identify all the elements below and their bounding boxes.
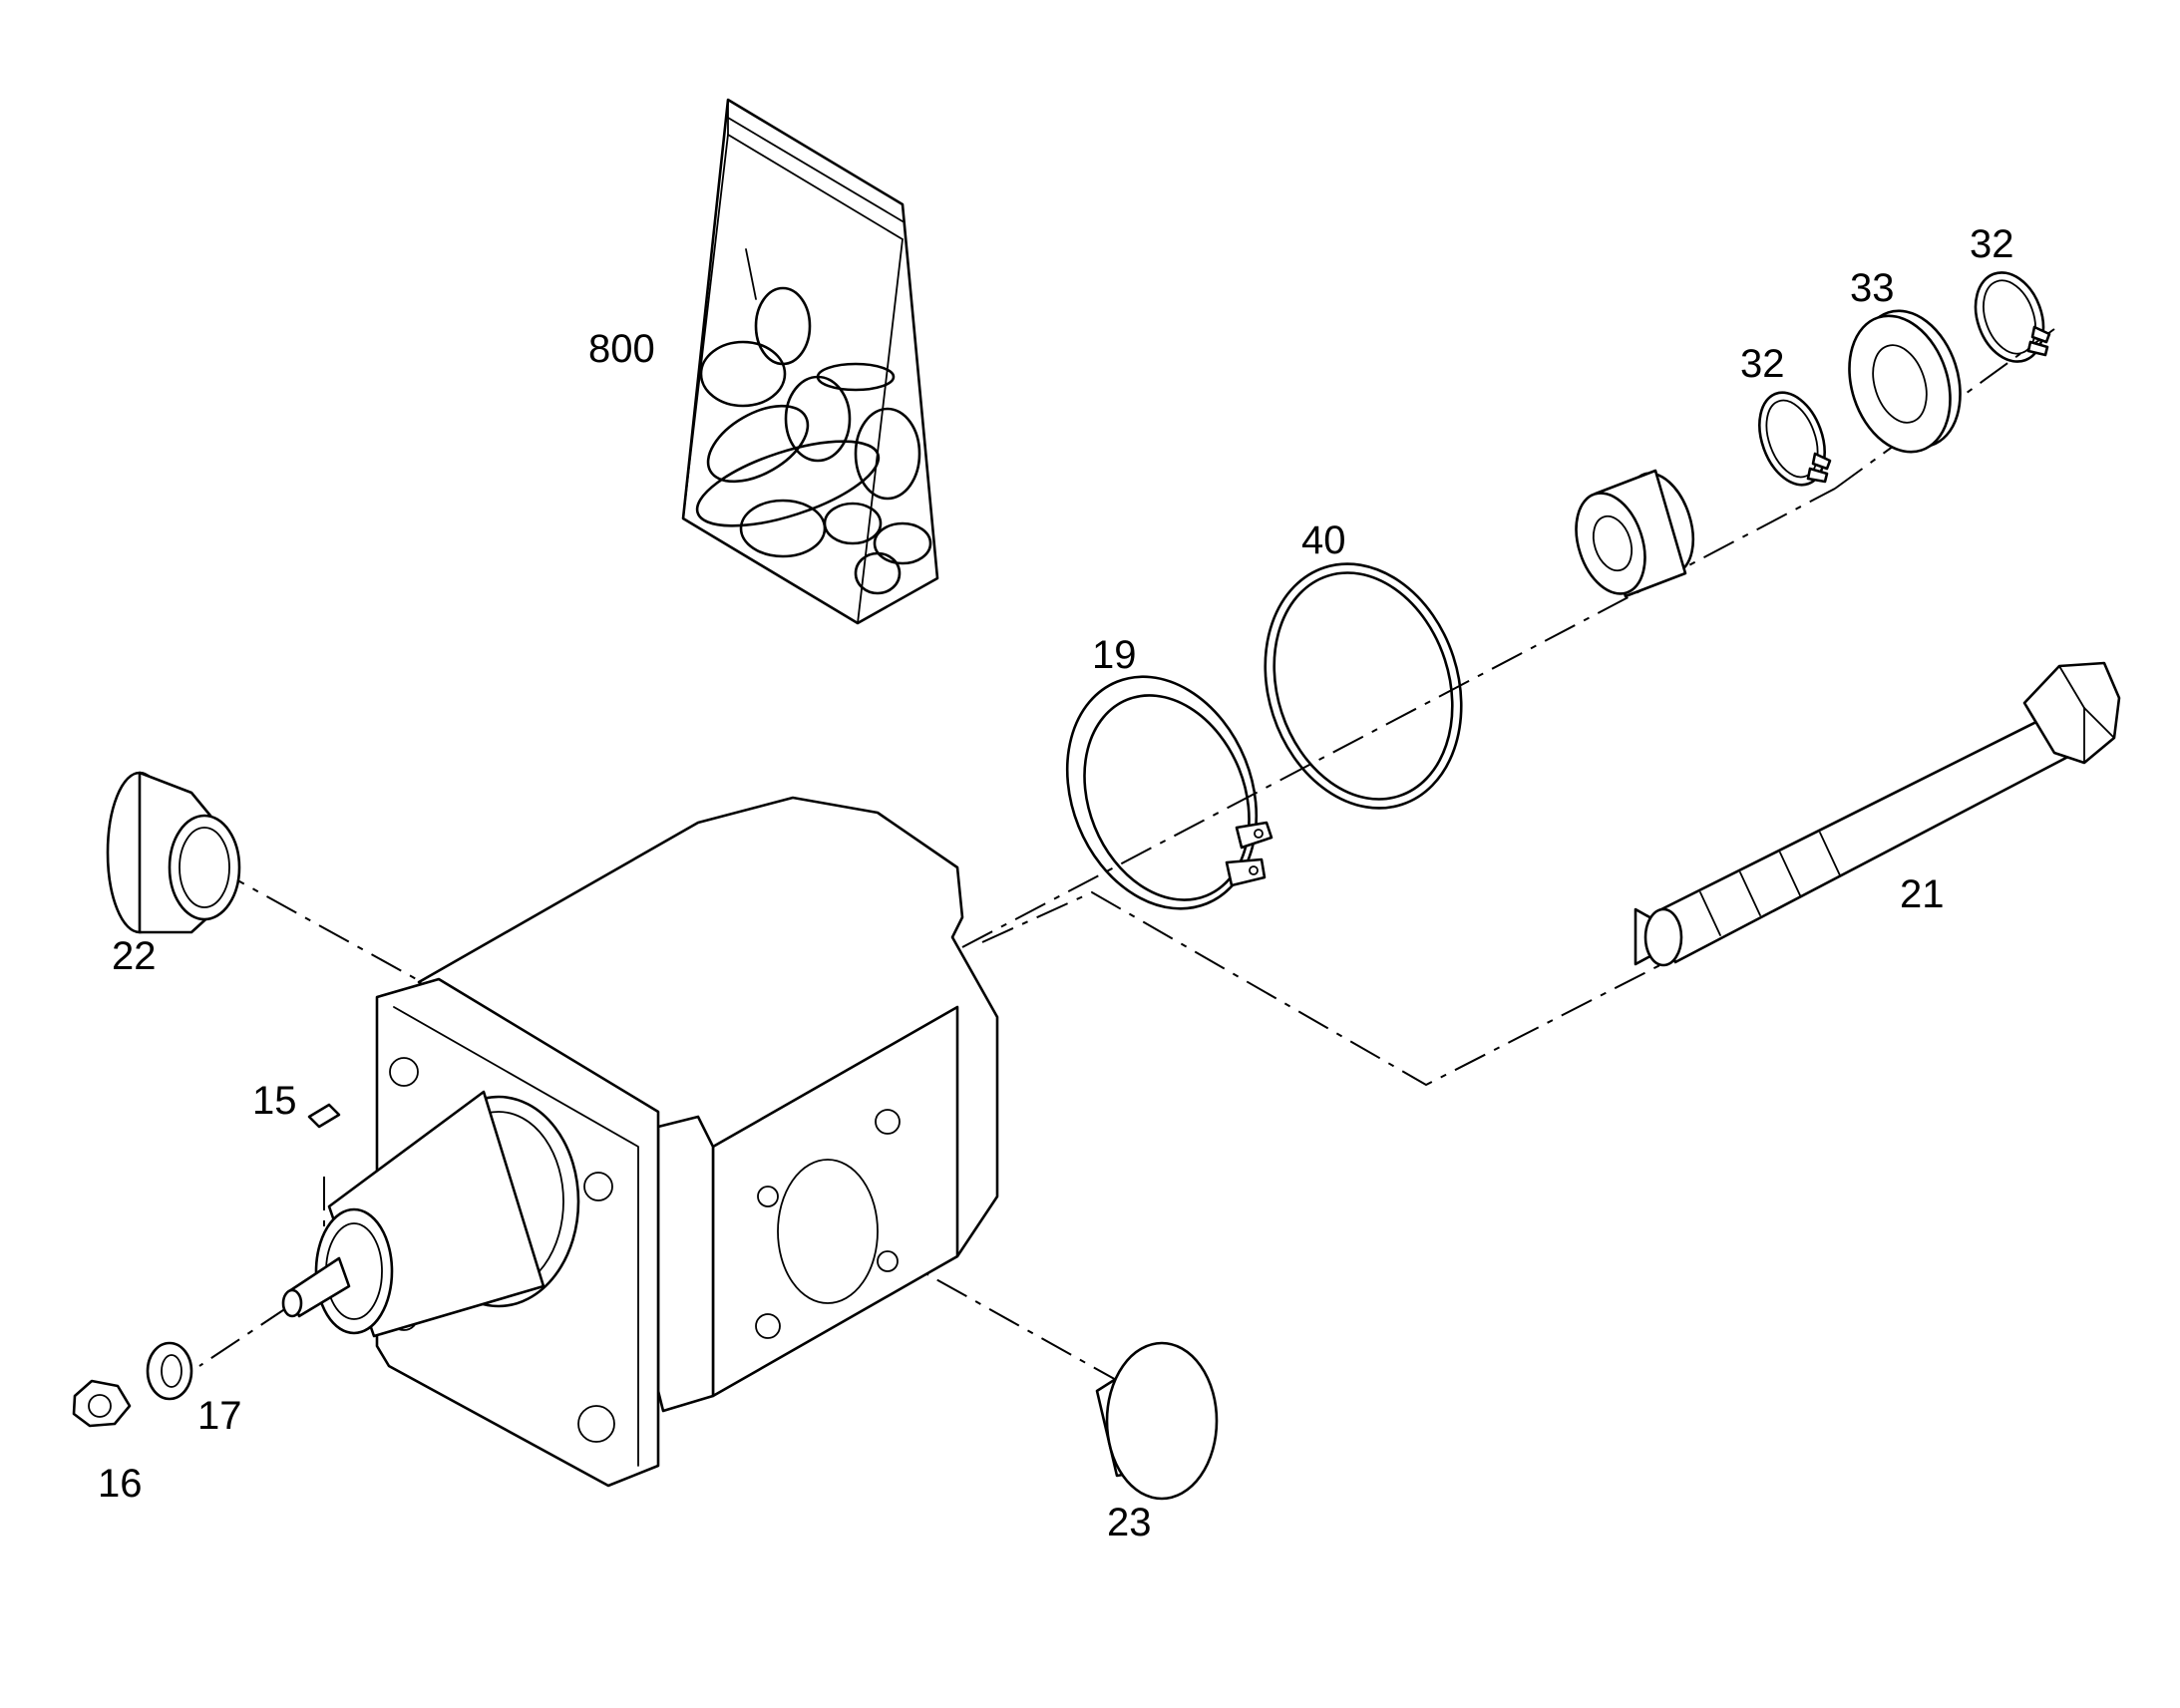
callout-labels: 800 19 40 32 33 32 21 22 15 17 16 23 — [98, 222, 2014, 1544]
spring-washer-17 — [146, 1341, 193, 1401]
callout-23: 23 — [1107, 1501, 1152, 1544]
callout-32-upper: 32 — [1970, 222, 2014, 266]
bolt-21 — [1634, 661, 2121, 967]
callout-21: 21 — [1900, 872, 1945, 916]
callout-19: 19 — [1092, 633, 1137, 677]
circlip-32-upper — [1974, 271, 2051, 363]
callout-33: 33 — [1850, 266, 1895, 310]
callout-16: 16 — [98, 1462, 143, 1506]
callout-800: 800 — [588, 327, 655, 371]
bearing — [1575, 469, 1695, 598]
callout-40: 40 — [1301, 518, 1346, 562]
seal-kit-bag-800 — [681, 98, 939, 625]
callout-15: 15 — [252, 1079, 297, 1123]
callout-17: 17 — [197, 1394, 242, 1438]
cap-22 — [106, 771, 241, 934]
circlip-19 — [1065, 675, 1273, 910]
cap-23 — [1095, 1341, 1219, 1501]
o-ring-40 — [1264, 562, 1463, 810]
callout-22: 22 — [112, 934, 157, 978]
key-15 — [307, 1103, 341, 1129]
nut-16 — [72, 1379, 132, 1428]
callout-32-lower: 32 — [1740, 342, 1785, 386]
circlip-32-lower — [1758, 391, 1832, 487]
gear-pump-body — [281, 796, 999, 1488]
washer-33 — [1848, 309, 1962, 454]
